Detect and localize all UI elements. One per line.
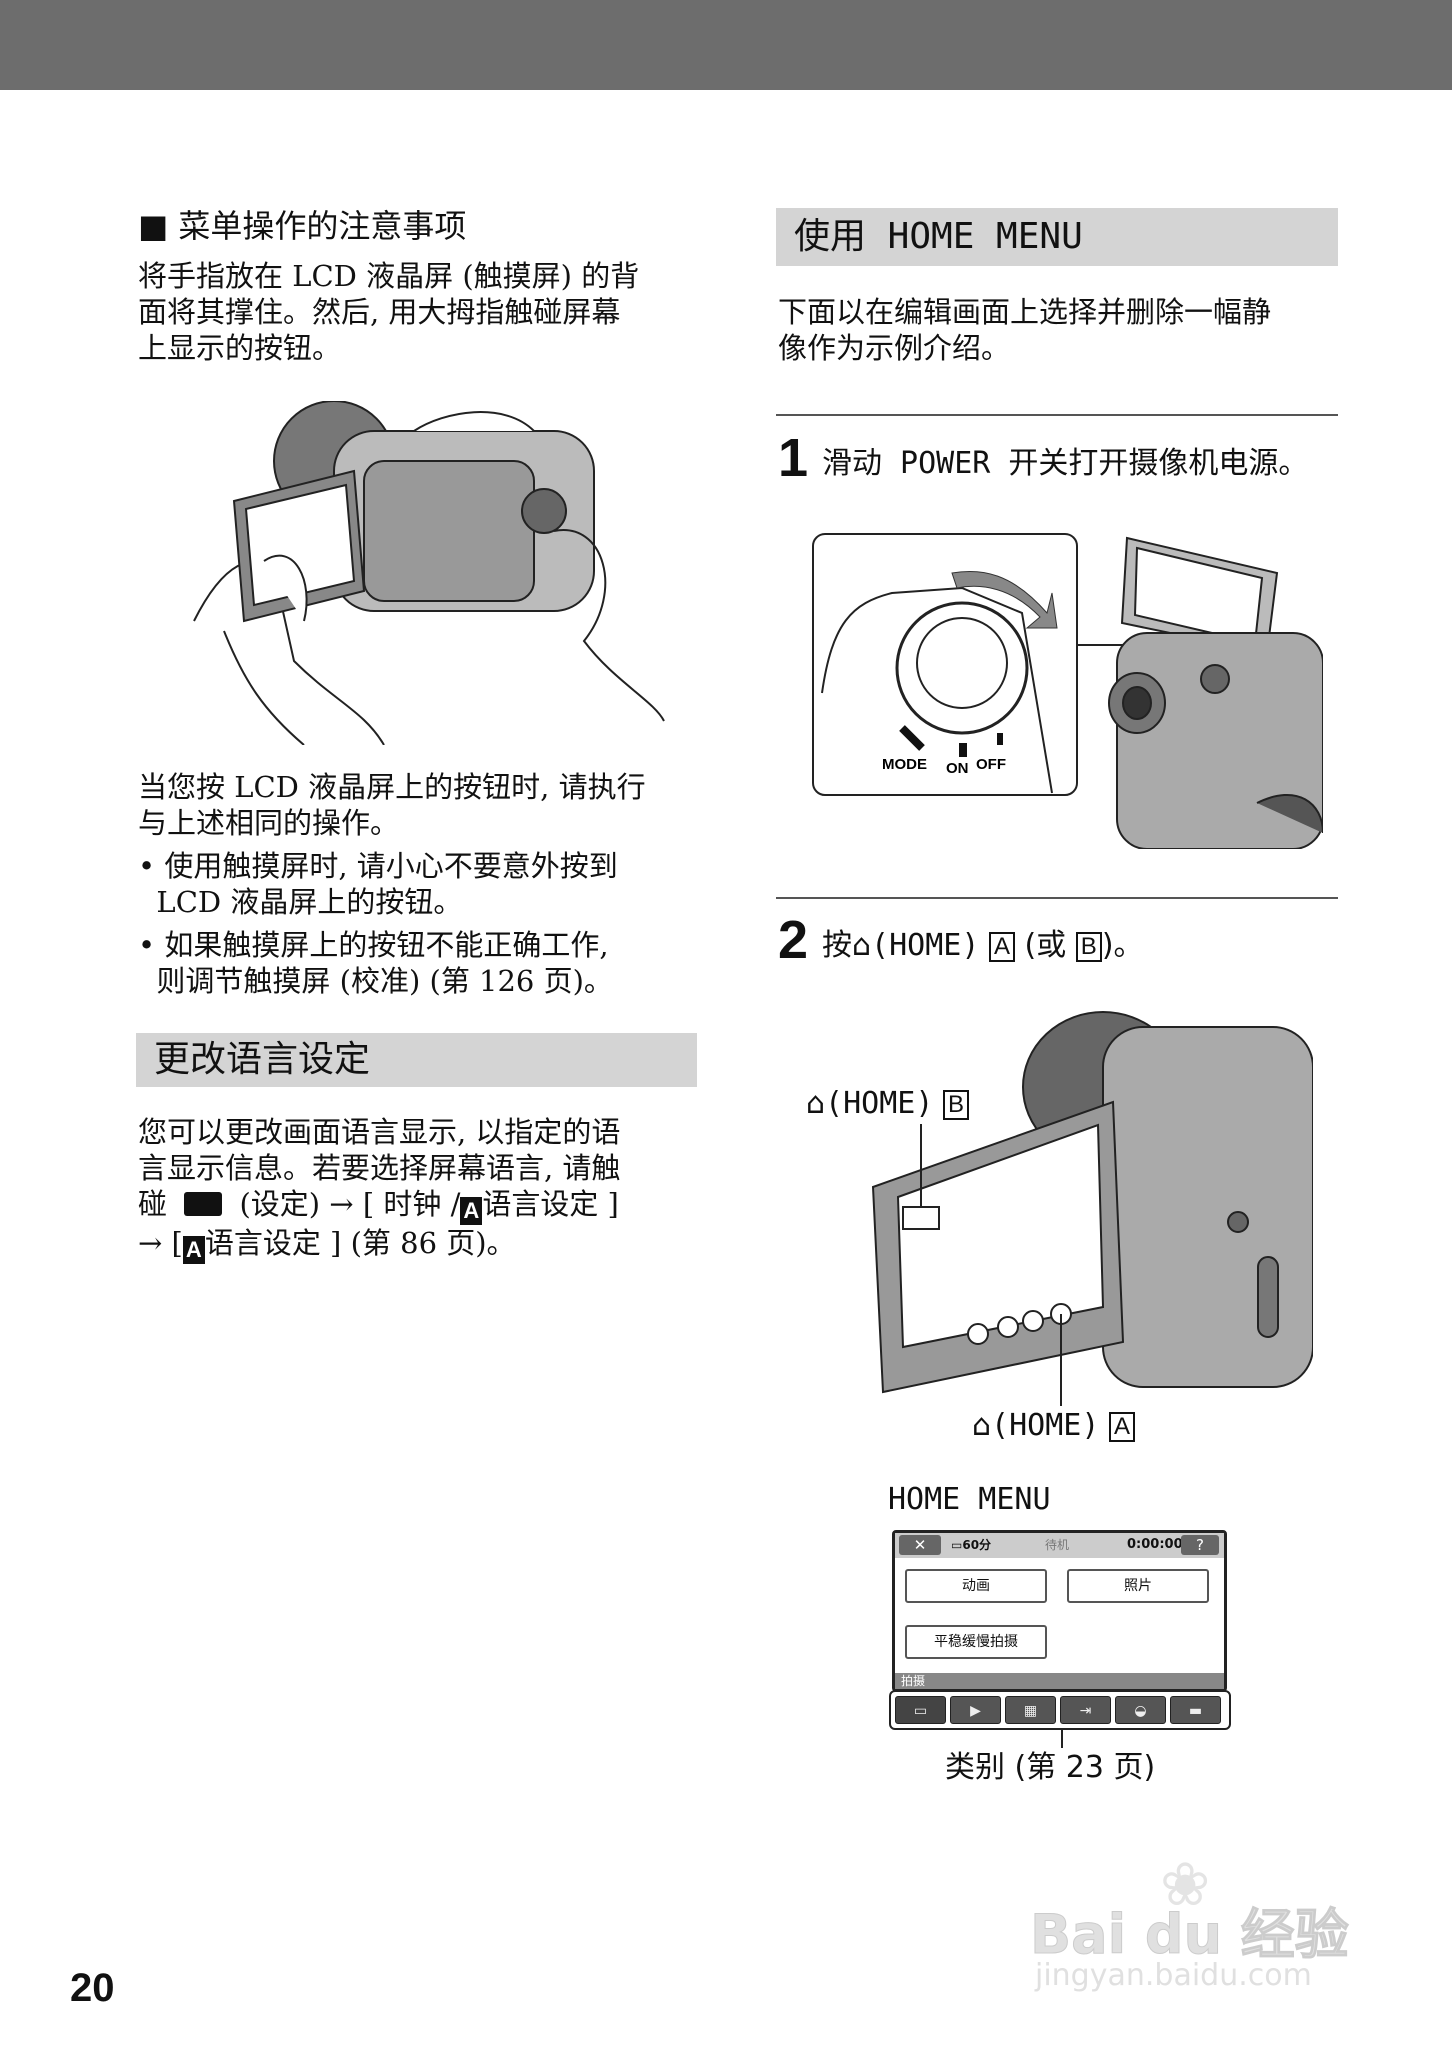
text-line: 像作为示例介绍。 xyxy=(778,331,1011,365)
text: 语言设定 ] (第 86 页)。 xyxy=(204,1226,516,1260)
home-icon: ⌂ xyxy=(806,1086,826,1121)
divider xyxy=(776,414,1338,416)
category-settings-toolbox-icon[interactable]: ▬ xyxy=(1170,1696,1221,1724)
toolbox-icon xyxy=(184,1192,223,1216)
text-line: • 使用触摸屏时, 请小心不要意外按到 xyxy=(138,849,618,883)
text: (HOME) xyxy=(825,1086,934,1121)
category-playback-icon[interactable]: ▶ xyxy=(950,1696,1001,1724)
text: (HOME) xyxy=(871,928,980,963)
dial-label-mode: MODE xyxy=(882,756,927,773)
watermark-brand: Bai du 经验 xyxy=(1030,1903,1350,1967)
battery-icon: ▭ xyxy=(951,1538,963,1552)
text-line: 则调节触摸屏 (校准) (第 126 页)。 xyxy=(138,964,613,998)
section-title-language: 更改语言设定 xyxy=(136,1033,697,1087)
category-bar: ▭ ▶ ▦ ⇥ ◒ ▬ xyxy=(889,1690,1231,1730)
menu-button-movie[interactable]: 动画 xyxy=(905,1569,1047,1603)
label-box-a: A xyxy=(1108,1411,1135,1442)
home-icon: ⌂ xyxy=(972,1408,992,1443)
hands-holding-camera-illustration xyxy=(193,401,665,745)
text-line: • 如果触摸屏上的按钮不能正确工作, xyxy=(138,928,609,962)
text-line: 将手指放在 LCD 液晶屏 (触摸屏) 的背 xyxy=(138,259,640,293)
page-number: 20 xyxy=(70,1966,115,2010)
language-paragraph: 您可以更改画面语言显示, 以指定的语 言显示信息。若要选择屏幕语言, 请触 碰 … xyxy=(138,1114,620,1264)
paw-logo-icon: ❀ xyxy=(1160,1850,1211,1920)
home-menu-screen: ✕ ▭60分 待机 0:00:00 ? 动画 照片 平稳缓慢拍摄 拍摄 xyxy=(892,1530,1227,1692)
caption-leader-line xyxy=(1061,1730,1063,1748)
baidu-watermark: ❀ Bai du 经验 jingyan.baidu.com xyxy=(1030,1850,1360,2000)
text-line: 面将其撑住。然后, 用大拇指触碰屏幕 xyxy=(138,295,621,329)
text-line: LCD 液晶屏上的按钮。 xyxy=(138,885,463,919)
category-print-icon[interactable]: ◒ xyxy=(1115,1696,1166,1724)
help-button[interactable]: ? xyxy=(1181,1535,1219,1555)
text-line: 上显示的按钮。 xyxy=(138,331,342,365)
step-number: 2 xyxy=(778,910,809,970)
label-box-a: A xyxy=(988,931,1015,962)
text: (HOME) xyxy=(991,1408,1100,1443)
battery-indicator: ▭60分 xyxy=(951,1536,991,1554)
step-text: 滑动 POWER 开关打开摄像机电源。 xyxy=(822,446,1309,481)
camera-lcd-open-illustration xyxy=(871,1011,1313,1427)
status-text: 待机 xyxy=(1045,1538,1070,1552)
category-manage-media-icon[interactable]: ⇥ xyxy=(1060,1696,1111,1724)
top-banner xyxy=(0,0,1452,90)
category-others-icon[interactable]: ▦ xyxy=(1005,1696,1056,1724)
text: 碰 xyxy=(138,1187,168,1221)
dial-label-off: OFF xyxy=(976,756,1006,773)
language-a-icon: A xyxy=(460,1197,483,1225)
label-box-b: B xyxy=(942,1089,969,1120)
text: 按 xyxy=(822,928,852,963)
text: 语言设定 ] xyxy=(482,1187,619,1221)
home-icon: ⌂ xyxy=(852,928,872,963)
language-a-icon: A xyxy=(182,1236,205,1264)
camera-side-illustration xyxy=(1077,536,1323,849)
home-menu-label: HOME MENU xyxy=(888,1482,1051,1517)
close-button[interactable]: ✕ xyxy=(899,1535,941,1555)
step-number: 1 xyxy=(778,428,809,488)
category-caption: 类别 (第 23 页) xyxy=(945,1750,1156,1785)
bullet-item: • 使用触摸屏时, 请小心不要意外按到 LCD 液晶屏上的按钮。 xyxy=(138,848,618,920)
text-line: 下面以在编辑画面上选择并删除一幅静 xyxy=(778,295,1272,329)
text: )。 xyxy=(1101,928,1144,963)
watermark-url: jingyan.baidu.com xyxy=(1035,1958,1312,1993)
category-camera-icon[interactable]: ▭ xyxy=(895,1696,946,1724)
bullet-item: • 如果触摸屏上的按钮不能正确工作, 则调节触摸屏 (校准) (第 126 页)… xyxy=(138,927,613,999)
section-title-home-menu: 使用 HOME MENU xyxy=(776,208,1338,266)
home-menu-paragraph: 下面以在编辑画面上选择并删除一幅静 像作为示例介绍。 xyxy=(778,294,1271,366)
paragraph: 当您按 LCD 液晶屏上的按钮时, 请执行 与上述相同的操作。 xyxy=(138,769,646,841)
text-line: 言显示信息。若要选择屏幕语言, 请触 xyxy=(138,1151,621,1185)
text: (或 xyxy=(1024,928,1067,963)
divider xyxy=(776,897,1338,899)
menu-button-photo[interactable]: 照片 xyxy=(1067,1569,1209,1603)
label-box-b: B xyxy=(1075,931,1102,962)
category-name: 拍摄 xyxy=(895,1673,1224,1689)
callout-home-b: ⌂(HOME) B xyxy=(806,1084,969,1124)
text: → [ xyxy=(138,1226,183,1260)
text: (设定) → [ 时钟 / xyxy=(239,1187,461,1221)
intro-paragraph: 将手指放在 LCD 液晶屏 (触摸屏) 的背 面将其撑住。然后, 用大拇指触碰屏… xyxy=(138,258,639,366)
timecode: 0:00:00 xyxy=(1127,1537,1183,1552)
text-line: 当您按 LCD 液晶屏上的按钮时, 请执行 xyxy=(138,770,646,804)
dial-label-on: ON xyxy=(946,760,969,777)
callout-home-a: ⌂(HOME) A xyxy=(972,1406,1135,1446)
section-heading: ■ 菜单操作的注意事项 xyxy=(138,207,467,245)
text-line: 与上述相同的操作。 xyxy=(138,806,400,840)
menu-button-smooth-slow-rec[interactable]: 平稳缓慢拍摄 xyxy=(905,1625,1047,1659)
text-line: 您可以更改画面语言显示, 以指定的语 xyxy=(138,1115,621,1149)
step-text: 按⌂(HOME) A (或 B)。 xyxy=(822,926,1144,966)
power-dial-illustration: MODE ON OFF xyxy=(812,533,1078,796)
text: 60分 xyxy=(962,1538,992,1552)
